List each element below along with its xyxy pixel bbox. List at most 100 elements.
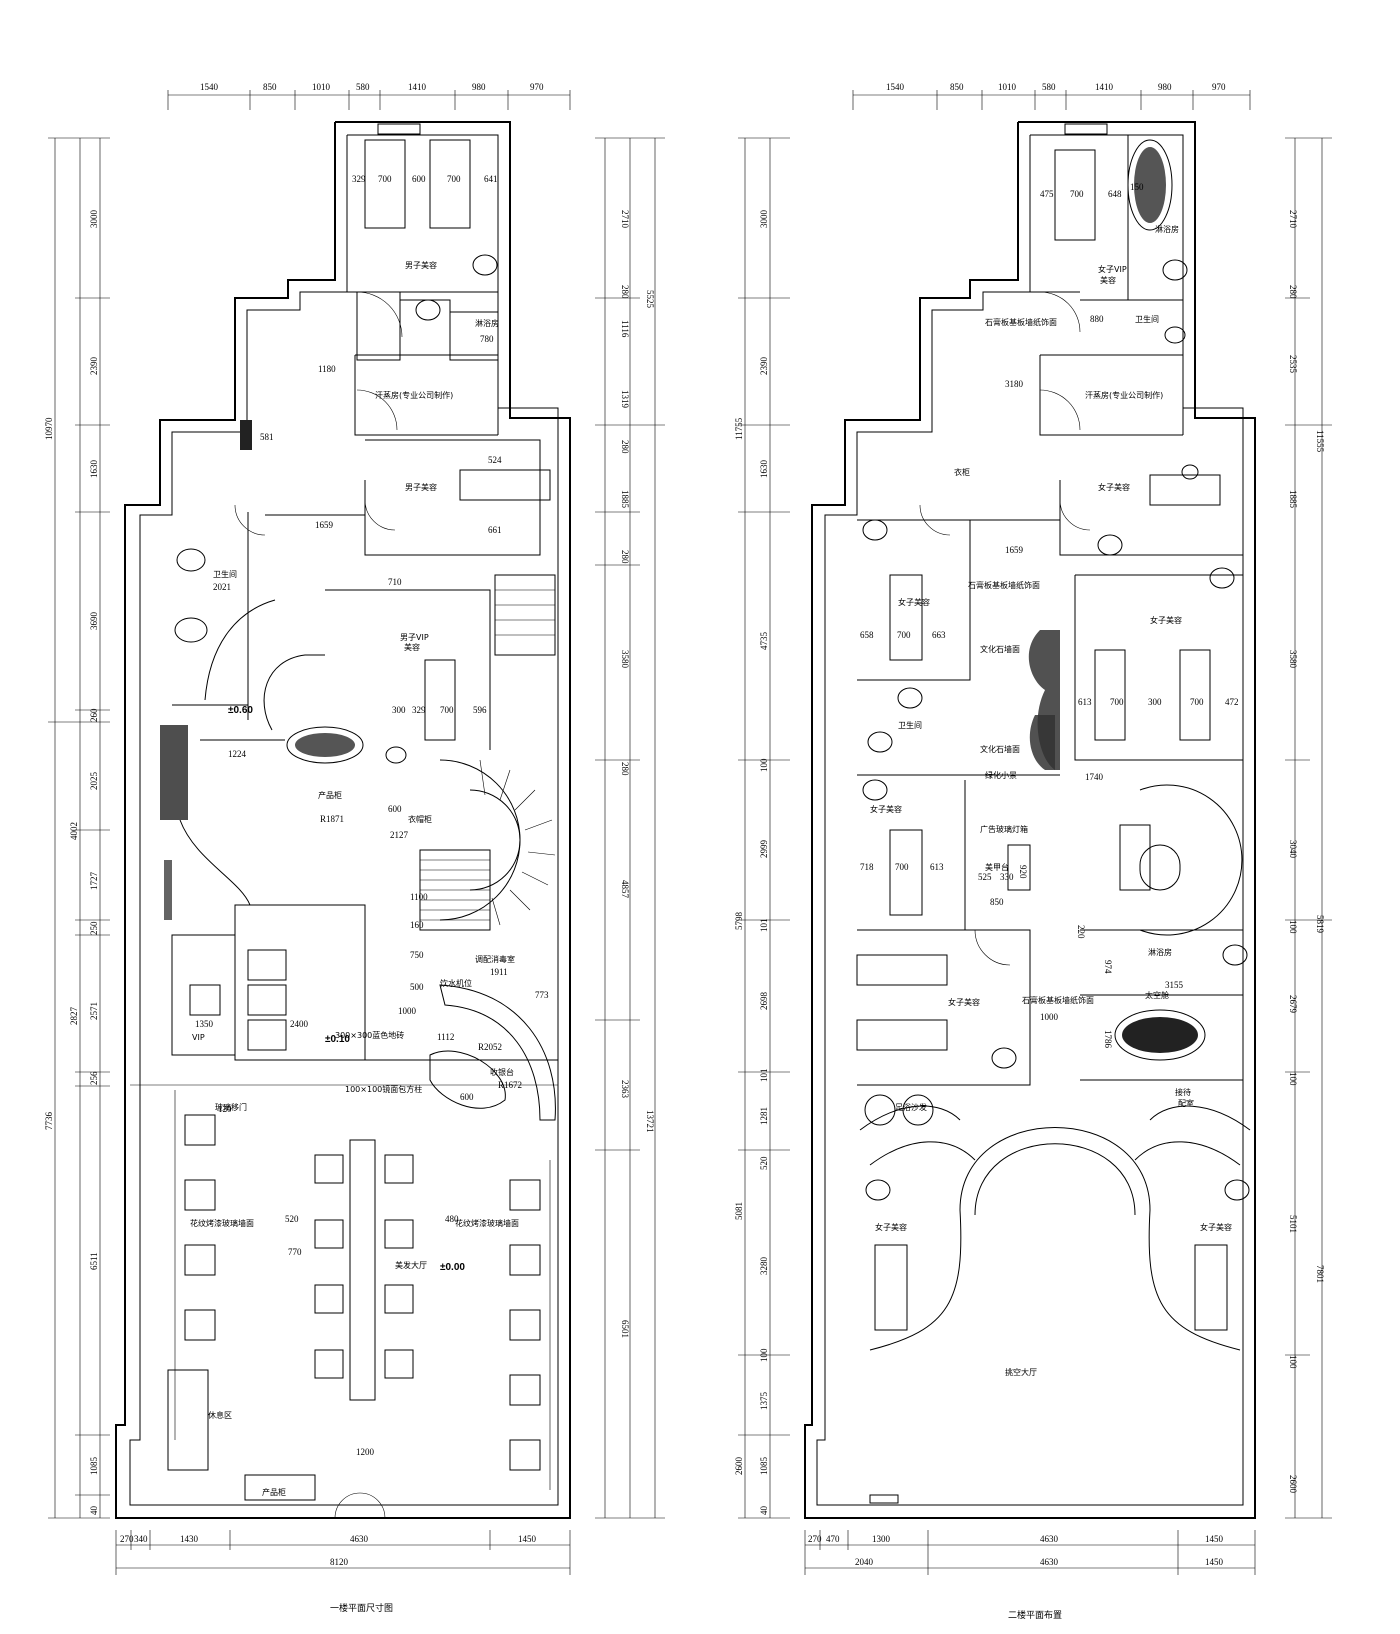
p2-top-7: 970 — [1212, 82, 1226, 92]
p1-level-3: ±0.00 — [440, 1262, 465, 1273]
p1-left-in-6: 2025 — [89, 772, 99, 791]
p2-d8: 658 — [860, 630, 874, 640]
p1-top-3: 1010 — [312, 82, 331, 92]
p1-d29: 1000 — [398, 1006, 417, 1016]
p2-room-female-beauty-3: 女子美容 — [1150, 615, 1182, 625]
p2-d6: 3180 — [1005, 379, 1024, 389]
p1-left-in-9: 2571 — [89, 1002, 99, 1020]
p2-d15: 472 — [1225, 697, 1239, 707]
p2-room-toilet-1: 卫生间 — [1135, 314, 1159, 324]
p2-d24: 974 — [1103, 960, 1113, 974]
p2-left-in-9: 101 — [759, 1069, 769, 1083]
p2-left-in-15: 1085 — [759, 1457, 769, 1476]
p1-bottom-3: 1430 — [180, 1534, 199, 1544]
p1-d24: 160 — [410, 920, 424, 930]
p1-d32: 1350 — [195, 1019, 214, 1029]
p2-room-shower-1: 淋浴房 — [1155, 224, 1179, 234]
p1-top-7: 970 — [530, 82, 544, 92]
plan2-room-labels: 淋浴房 女子VIP 美容 卫生间 石膏板基板墙纸饰面 汗蒸房(专业公司制作) 衣… — [870, 224, 1232, 1377]
p2-left-outer-2: 5798 — [734, 912, 744, 931]
p1-top-4: 580 — [356, 82, 370, 92]
p1-d8: 581 — [260, 432, 274, 442]
plan1-title: 一楼平面尺寸图 — [330, 1602, 393, 1614]
p2-room-lightbox: 广告玻璃灯箱 — [980, 824, 1028, 834]
p2-bottom2-2: 4630 — [1040, 1557, 1059, 1567]
p1-d56: 1200 — [356, 1447, 375, 1457]
p1-bottom-4: 4630 — [350, 1534, 369, 1544]
p1-d23: 1100 — [410, 892, 428, 902]
plan1-inner-dims: 329 700 600 700 641 780 1180 581 1659 52… — [195, 174, 549, 1457]
p1-d27: 1911 — [490, 967, 508, 977]
p1-d4: 700 — [447, 174, 461, 184]
p1-d5: 641 — [484, 174, 498, 184]
p1-left-in-2: 2390 — [89, 357, 99, 376]
p2-d7: 1659 — [1005, 545, 1024, 555]
plan2-top-dimension: 1540 850 1010 580 1410 980 970 — [852, 82, 1251, 110]
p2-bottom-4: 4630 — [1040, 1534, 1059, 1544]
p2-room-toilet-2: 卫生间 — [898, 720, 922, 730]
p1-right-outer-2: 13721 — [645, 1110, 655, 1133]
p2-top-6: 980 — [1158, 82, 1172, 92]
p1-level-2: ±0.10 — [325, 1034, 350, 1045]
p2-room-wardrobe: 衣柜 — [954, 467, 970, 477]
p2-d25: 1000 — [1040, 1012, 1059, 1022]
p2-right-in-12: 2600 — [1288, 1475, 1298, 1494]
p2-bottom-1: 270 — [808, 1534, 822, 1544]
p1-room-product-cabinet-2: 产品柜 — [262, 1487, 286, 1497]
p1-left-mid-1: 4002 — [69, 822, 79, 840]
p1-level-1: ±0.60 — [228, 705, 253, 716]
p2-room-female-beauty-2: 女子美容 — [898, 597, 930, 607]
p2-d23: 920 — [1018, 865, 1028, 879]
p2-d28: 220 — [1076, 925, 1086, 939]
p1-d31: 600 — [460, 1092, 474, 1102]
p2-room-female-beauty-1: 女子美容 — [1098, 482, 1130, 492]
p1-left-in-11: 6511 — [89, 1252, 99, 1270]
p1-right-in-2: 280 — [620, 285, 630, 299]
p1-room-toilet: 卫生间 — [213, 569, 237, 579]
p1-left-in-8: 250 — [89, 921, 99, 935]
ground-floor-plan: 1540 850 1010 580 1410 980 970 — [44, 82, 665, 1614]
p1-top-1: 1540 — [200, 82, 219, 92]
p1-bottom-1: 270 — [120, 1534, 134, 1544]
p1-room-salon-hall: 美发大厅 — [395, 1260, 427, 1270]
p2-right-outer-3: 7801 — [1315, 1265, 1325, 1283]
p2-right-in-1: 2710 — [1288, 210, 1298, 229]
p2-right-in-8: 2679 — [1288, 995, 1298, 1014]
p1-right-in-11: 2363 — [620, 1080, 630, 1099]
p1-room-men-beauty-2: 男子美容 — [405, 482, 437, 492]
p2-right-in-9: 100 — [1288, 1072, 1298, 1086]
p1-d18: 2127 — [390, 830, 409, 840]
p1-d14: 329 — [412, 705, 426, 715]
p1-right-in-4: 1319 — [620, 390, 630, 409]
p2-room-female-vip-beauty: 美容 — [1100, 275, 1116, 285]
p1-right-outer-1: 5525 — [645, 290, 655, 309]
p1-d21: R2052 — [478, 1042, 502, 1052]
p1-d45: 520 — [285, 1214, 299, 1224]
p2-d13: 300 — [1148, 697, 1162, 707]
p1-room-men-vip: 男子VIP — [400, 633, 429, 642]
p1-room-men-beauty-1: 男子美容 — [405, 260, 437, 270]
p2-left-outer-4: 2600 — [734, 1457, 744, 1476]
p2-left-in-12: 3280 — [759, 1257, 769, 1276]
p1-d26: 500 — [410, 982, 424, 992]
p2-d1: 475 — [1040, 189, 1054, 199]
p2-top-1: 1540 — [886, 82, 905, 92]
p2-room-sauna: 汗蒸房(专业公司制作) — [1085, 390, 1163, 400]
p1-d13: 300 — [392, 705, 406, 715]
p2-d4: 150 — [1130, 182, 1144, 192]
p2-bottom-2: 470 — [826, 1534, 840, 1544]
p1-room-mixing: 调配消毒室 — [475, 954, 515, 964]
p1-room-sauna: 汗蒸房(专业公司制作) — [375, 390, 453, 400]
p1-top-6: 980 — [472, 82, 486, 92]
p1-room-floor-tile: 300×300蓝色地砖 — [335, 1030, 404, 1040]
p2-top-5: 1410 — [1095, 82, 1114, 92]
p1-right-in-1: 2710 — [620, 210, 630, 229]
p1-room-vip: VIP — [192, 1033, 205, 1042]
p2-d14: 700 — [1190, 697, 1204, 707]
p2-left-in-3: 1630 — [759, 460, 769, 479]
p2-room-female-beauty-7: 女子美容 — [1200, 1222, 1232, 1232]
p1-right-in-6: 1885 — [620, 490, 630, 509]
p1-d20: R1871 — [320, 814, 344, 824]
p1-left-in-1: 3000 — [89, 210, 99, 229]
p2-room-female-beauty-5: 女子美容 — [948, 997, 980, 1007]
